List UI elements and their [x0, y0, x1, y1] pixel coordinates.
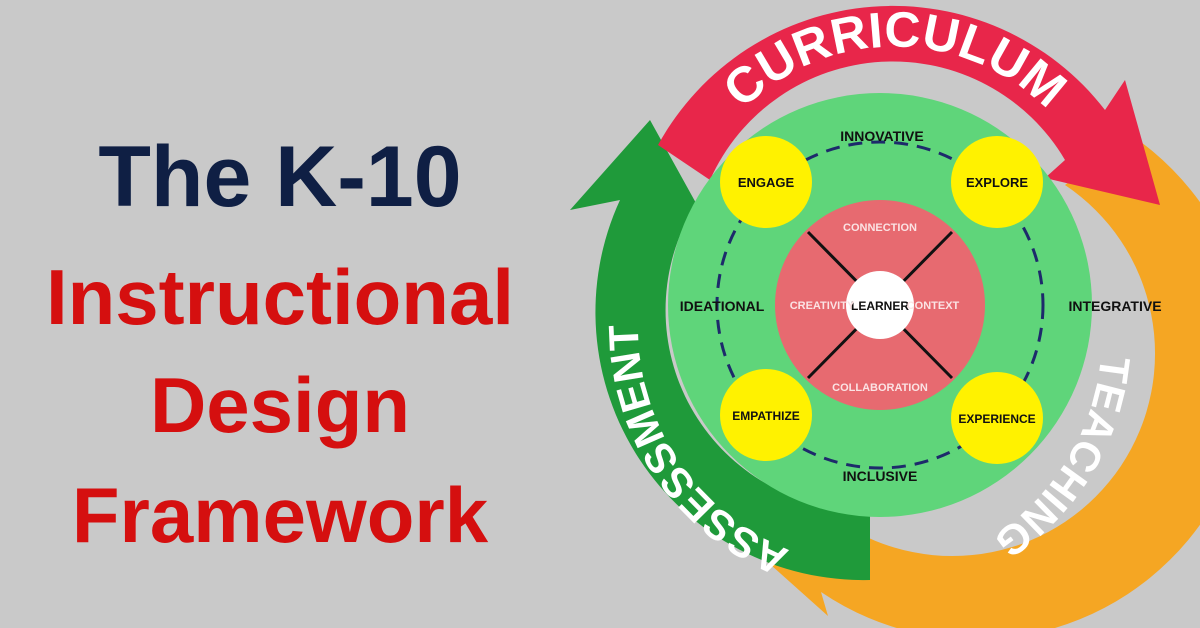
learner-circle	[846, 271, 914, 339]
engage-label: ENGAGE	[738, 175, 795, 190]
ideational-label: IDEATIONAL	[680, 298, 765, 314]
title-line-1: The K-10	[98, 129, 462, 225]
integrative-label: INTEGRATIVE	[1068, 298, 1161, 314]
title-line-2: Instructional	[45, 253, 515, 341]
title-line-3: Design	[149, 361, 411, 449]
empathize-circle	[720, 369, 812, 461]
framework-diagram: CURRICULUM TEACHING ASSESSMENT INNOVATIV…	[570, 1, 1200, 628]
context-label: CONTEXT	[907, 300, 960, 312]
engage-circle	[720, 136, 812, 228]
experience-circle	[951, 372, 1043, 464]
learner-label: LEARNER	[851, 299, 909, 313]
connection-label: CONNECTION	[843, 222, 917, 234]
dashed-ring	[715, 140, 1045, 470]
assessment-arrow	[570, 120, 870, 581]
explore-circle	[951, 136, 1043, 228]
experience-label: EXPERIENCE	[958, 412, 1035, 426]
innovative-label: INNOVATIVE	[840, 128, 924, 144]
teaching-arrow	[752, 135, 1200, 628]
curriculum-arrow	[658, 5, 1160, 205]
title-line-4: Framework	[71, 471, 489, 559]
empathize-label: EMPATHIZE	[732, 409, 800, 423]
explore-label: EXPLORE	[966, 175, 1028, 190]
inclusive-label: INCLUSIVE	[843, 468, 918, 484]
collaboration-label: COLLABORATION	[832, 382, 928, 394]
framework-title: The K-10 Instructional Design Framework	[0, 0, 560, 628]
creativity-label: CREATIVITY	[790, 300, 855, 312]
